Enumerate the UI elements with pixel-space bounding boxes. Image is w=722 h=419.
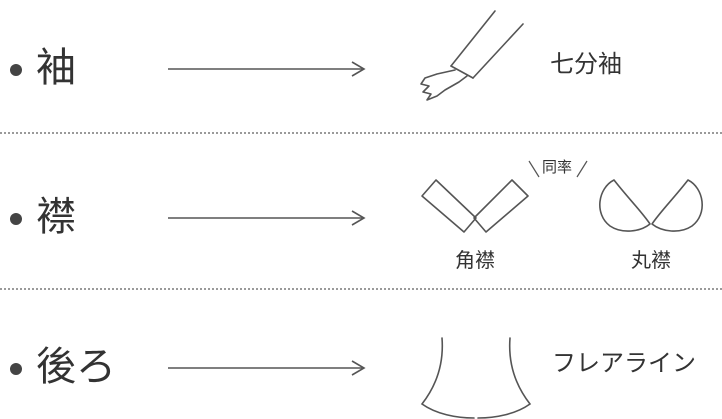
flare-line-icon xyxy=(420,337,532,419)
square-collar-icon xyxy=(421,179,529,233)
note-label: 同率 xyxy=(542,158,573,176)
arrow-right-icon xyxy=(168,61,366,77)
bullet xyxy=(10,213,22,225)
divider xyxy=(0,132,722,134)
row-sleeve: 袖 七分袖 xyxy=(0,0,722,130)
category-label-sleeve: 袖 xyxy=(36,45,76,91)
category-label-back: 後ろ xyxy=(36,344,116,390)
result-label-flare-line: フレアライン xyxy=(552,349,696,377)
row-collar: 襟 同率 角襟 丸襟 xyxy=(0,134,722,286)
category-label-collar: 襟 xyxy=(36,194,76,240)
divider xyxy=(0,288,722,290)
slash-right-icon xyxy=(576,160,588,178)
round-collar-icon xyxy=(599,179,703,232)
row-back: 後ろ フレアライン xyxy=(0,290,722,419)
option-label-round-collar: 丸襟 xyxy=(631,248,671,272)
three-quarter-sleeve-icon xyxy=(420,10,524,101)
bullet xyxy=(10,363,22,375)
result-label-three-quarter-sleeve: 七分袖 xyxy=(550,50,622,78)
arrow-right-icon xyxy=(168,210,366,226)
bullet xyxy=(10,64,22,76)
arrow-right-icon xyxy=(168,360,366,376)
option-label-square-collar: 角襟 xyxy=(455,248,495,272)
slash-left-icon xyxy=(528,160,540,178)
